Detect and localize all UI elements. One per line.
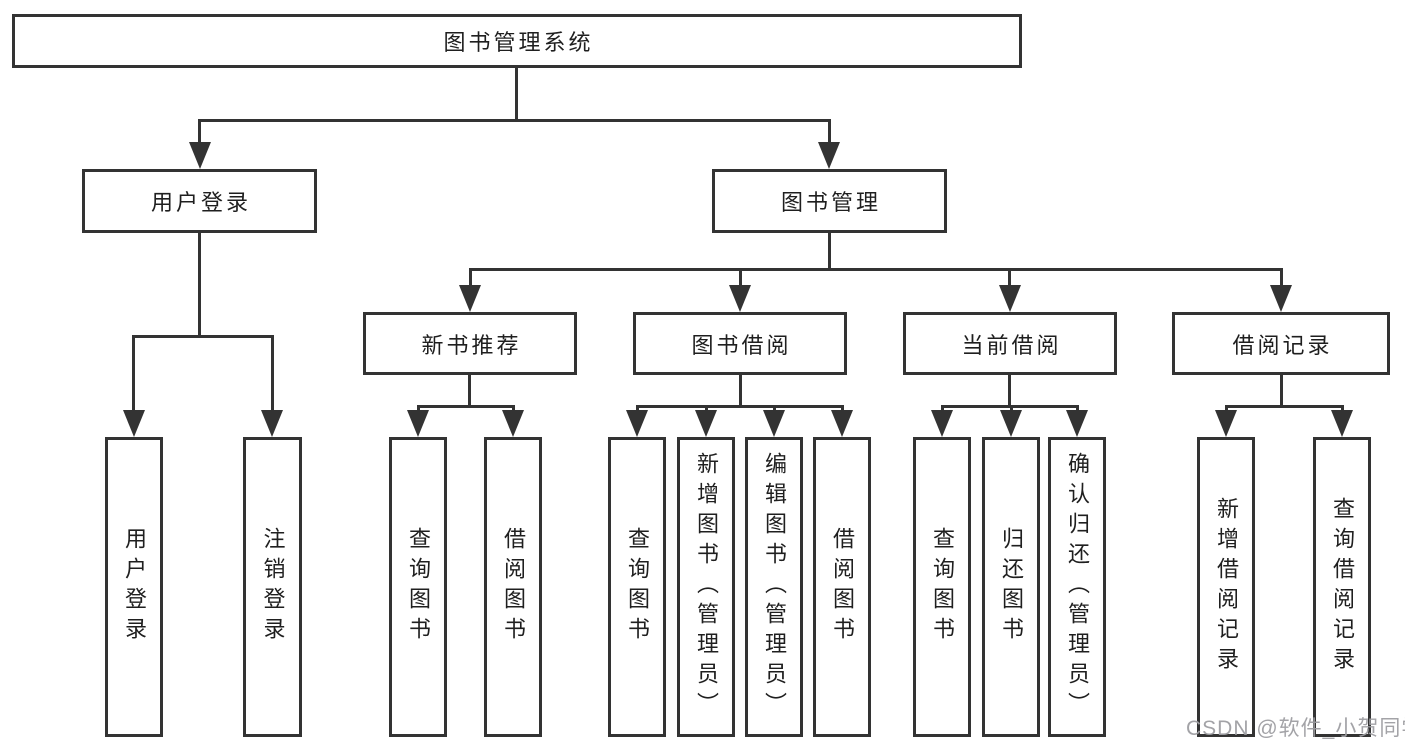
connector-bb-drop4 bbox=[841, 405, 844, 412]
leaf-br-query-record: 查询借阅记录 bbox=[1313, 437, 1371, 737]
arrowhead-leaf-logout bbox=[261, 410, 283, 437]
leaf-cb-confirm-return: 确认归还（管理员） bbox=[1048, 437, 1106, 737]
arrowhead-leaf-login bbox=[123, 410, 145, 437]
connector-br-drop1 bbox=[1225, 405, 1228, 412]
connector-br-drop2 bbox=[1341, 405, 1344, 412]
arrowhead-new-book bbox=[459, 285, 481, 312]
leaf-nb-query-books-label: 查询图书 bbox=[406, 527, 431, 647]
leaf-bb-query-books: 查询图书 bbox=[608, 437, 666, 737]
leaf-br-add-record: 新增借阅记录 bbox=[1197, 437, 1255, 737]
node-root-label: 图书管理系统 bbox=[443, 30, 594, 55]
connector-drop-leaf-login bbox=[132, 335, 135, 411]
connector-root-stub bbox=[515, 68, 518, 122]
node-new-book-recommend: 新书推荐 bbox=[363, 312, 577, 375]
connector-drop-user-login bbox=[198, 119, 201, 145]
leaf-cb-return-books: 归还图书 bbox=[982, 437, 1040, 737]
connector-br-rail bbox=[1225, 405, 1343, 408]
arrowhead-bb-leaf4 bbox=[831, 410, 853, 437]
connector-drop-borrowing-records bbox=[1280, 268, 1283, 286]
connector-bb-drop1 bbox=[636, 405, 639, 412]
connector-drop-book-borrowing bbox=[739, 268, 742, 286]
connector-nb-rail bbox=[418, 405, 515, 408]
connector-user-login-stub bbox=[198, 233, 201, 337]
arrowhead-bb-leaf3 bbox=[763, 410, 785, 437]
leaf-logout: 注销登录 bbox=[243, 437, 302, 737]
connector-cb-drop3 bbox=[1076, 405, 1079, 412]
node-book-management: 图书管理 bbox=[712, 169, 947, 233]
arrowhead-user-login bbox=[189, 142, 211, 169]
arrowhead-br-leaf2 bbox=[1331, 410, 1353, 437]
leaf-cb-confirm-return-label: 确认归还（管理员） bbox=[1065, 452, 1090, 722]
leaf-nb-borrow-books-label: 借阅图书 bbox=[501, 527, 526, 647]
connector-drop-new-book bbox=[469, 268, 472, 286]
leaf-bb-edit-books: 编辑图书（管理员） bbox=[745, 437, 803, 737]
leaf-cb-query-books-label: 查询图书 bbox=[930, 527, 955, 647]
node-user-login-label: 用户登录 bbox=[150, 190, 251, 215]
connector-bb-rail bbox=[637, 405, 844, 408]
node-book-management-label: 图书管理 bbox=[780, 190, 881, 215]
connector-cb-drop1 bbox=[941, 405, 944, 412]
leaf-cb-return-books-label: 归还图书 bbox=[999, 527, 1024, 647]
node-current-borrowing-label: 当前借阅 bbox=[961, 332, 1062, 358]
arrowhead-bb-leaf1 bbox=[626, 410, 648, 437]
connector-cb-drop2 bbox=[1010, 405, 1013, 412]
connector-br-stub bbox=[1280, 375, 1283, 407]
node-root: 图书管理系统 bbox=[12, 14, 1022, 68]
connector-drop-book-management bbox=[828, 119, 831, 145]
arrowhead-cb-leaf1 bbox=[931, 410, 953, 437]
arrowhead-borrowing-records bbox=[1270, 285, 1292, 312]
connector-drop-current-borrowing bbox=[1008, 268, 1011, 286]
arrowhead-nb-leaf1 bbox=[407, 410, 429, 437]
connector-bb-drop3 bbox=[773, 405, 776, 412]
arrowhead-br-leaf1 bbox=[1215, 410, 1237, 437]
arrowhead-bb-leaf2 bbox=[695, 410, 717, 437]
leaf-user-login: 用户登录 bbox=[105, 437, 163, 737]
node-new-book-recommend-label: 新书推荐 bbox=[421, 332, 522, 358]
leaf-user-login-label: 用户登录 bbox=[122, 527, 147, 647]
connector-bb-drop2 bbox=[705, 405, 708, 412]
connector-level3-rail bbox=[469, 268, 1282, 271]
connector-bb-stub bbox=[739, 375, 742, 407]
leaf-bb-borrow-books-label: 借阅图书 bbox=[830, 527, 855, 647]
leaf-nb-borrow-books: 借阅图书 bbox=[484, 437, 542, 737]
watermark: CSDN @软件_小贺同学 bbox=[1186, 717, 1405, 740]
leaf-bb-query-books-label: 查询图书 bbox=[625, 527, 650, 647]
node-user-login: 用户登录 bbox=[82, 169, 317, 233]
connector-book-management-stub bbox=[828, 233, 831, 271]
node-book-borrowing: 图书借阅 bbox=[633, 312, 847, 375]
leaf-bb-add-books-label: 新增图书（管理员） bbox=[694, 452, 719, 722]
connector-nb-drop2 bbox=[512, 405, 515, 412]
connector-level2-rail bbox=[198, 119, 831, 122]
arrowhead-current-borrowing bbox=[999, 285, 1021, 312]
arrowhead-cb-leaf2 bbox=[1000, 410, 1022, 437]
leaf-br-add-record-label: 新增借阅记录 bbox=[1214, 497, 1239, 677]
node-borrowing-records-label: 借阅记录 bbox=[1232, 332, 1333, 358]
leaf-logout-label: 注销登录 bbox=[260, 527, 286, 647]
leaf-bb-borrow-books: 借阅图书 bbox=[813, 437, 871, 737]
leaf-bb-edit-books-label: 编辑图书（管理员） bbox=[762, 452, 787, 722]
arrowhead-book-borrowing bbox=[729, 285, 751, 312]
leaf-cb-query-books: 查询图书 bbox=[913, 437, 971, 737]
arrowhead-nb-leaf2 bbox=[502, 410, 524, 437]
connector-drop-leaf-logout bbox=[271, 335, 274, 411]
arrowhead-cb-leaf3 bbox=[1066, 410, 1088, 437]
arrowhead-book-management bbox=[818, 142, 840, 169]
node-book-borrowing-label: 图书借阅 bbox=[691, 332, 792, 358]
node-current-borrowing: 当前借阅 bbox=[903, 312, 1117, 375]
leaf-br-query-record-label: 查询借阅记录 bbox=[1330, 497, 1355, 677]
connector-nb-drop1 bbox=[417, 405, 420, 412]
leaf-bb-add-books: 新增图书（管理员） bbox=[677, 437, 735, 737]
node-borrowing-records: 借阅记录 bbox=[1172, 312, 1390, 375]
connector-nb-stub bbox=[468, 375, 471, 407]
connector-user-login-rail bbox=[133, 335, 274, 338]
leaf-nb-query-books: 查询图书 bbox=[389, 437, 447, 737]
connector-cb-stub bbox=[1008, 375, 1011, 407]
